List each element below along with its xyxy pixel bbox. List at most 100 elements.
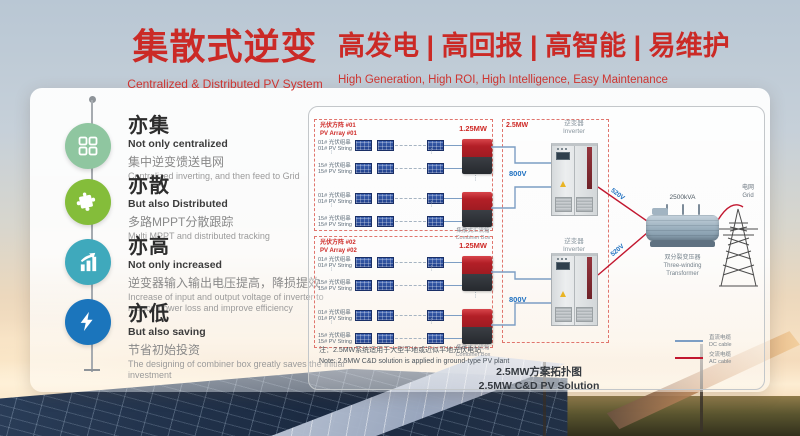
- feature-sub-zh: 多路MPPT分散跟踪: [128, 215, 234, 229]
- pv-module-icon: [427, 140, 444, 151]
- caption-zh: 2.5MW方案拓扑图: [496, 366, 582, 378]
- pv-module-icon: [377, 257, 394, 268]
- feature-sub-en: The designing of combiner box greatly sa…: [128, 359, 345, 380]
- pv-module-icon: [355, 193, 372, 204]
- grid-icon-shape: [78, 136, 98, 156]
- wire-dashed: [395, 145, 426, 146]
- slogan-zh: 高发电 | 高回报 | 高智能 | 易维护: [338, 31, 730, 61]
- array-power: 1.25MW: [459, 124, 487, 133]
- header-right: 高发电 | 高回报 | 高智能 | 易维护 High Generation, H…: [338, 24, 730, 86]
- pv-module-icon: [377, 140, 394, 151]
- array-header: 光伏方阵 #01 PV Array #01: [320, 123, 357, 138]
- array-header: 光伏方阵 #02 PV Array #02: [320, 240, 357, 255]
- wire-dc: [444, 285, 463, 286]
- wire-dc: [444, 338, 463, 339]
- pv-module-icon: [427, 310, 444, 321]
- feature-title-zh: 亦集: [128, 115, 170, 137]
- inverter-cabinet: [551, 253, 598, 326]
- pv-module-icon: [427, 216, 444, 227]
- feature-icon-4: [65, 299, 111, 345]
- ellipsis: [428, 148, 435, 155]
- pv-module-icon: [355, 310, 372, 321]
- timeline-dot: [88, 96, 96, 103]
- title-en: Centralized & Distributed PV System: [127, 77, 323, 91]
- ellipsis: [328, 201, 335, 208]
- pv-module-icon: [355, 333, 372, 344]
- photo-pole: [543, 362, 546, 436]
- timeline-line: [91, 100, 93, 372]
- tower-lattice: [719, 208, 758, 287]
- caption-en: 2.5MW C&D PV Solution: [478, 380, 600, 392]
- puzzle-icon-shape: [76, 192, 96, 211]
- pv-module-icon: [427, 163, 444, 174]
- content-panel: 亦集 Not only centralized 集中逆变馈送电网 Central…: [30, 88, 770, 392]
- pv-module-icon: [355, 257, 372, 268]
- feature-title-en: Not only centralized: [128, 138, 228, 150]
- array-label-zh: 光伏方阵 #02: [320, 240, 356, 246]
- feature-title-zh: 亦低: [128, 303, 170, 325]
- inverter-section-box: [502, 119, 609, 343]
- wire-dashed: [395, 168, 426, 169]
- feature-item-4: 亦低 But also saving 节省初始投资 The designing …: [128, 304, 346, 381]
- wire-dc: [444, 198, 463, 199]
- combiner-box-device: [462, 309, 492, 344]
- feature-title-zh: 亦散: [128, 175, 170, 197]
- pv-module-icon: [377, 193, 394, 204]
- slogan-en: High Generation, High ROI, High Intellig…: [338, 74, 668, 86]
- ellipsis: [428, 201, 435, 208]
- note-en: Note: 2.5MW C&D solution is applied in g…: [319, 357, 510, 365]
- feature-item-2: 亦散 But also Distributed 多路MPPT分散跟踪 Multi…: [128, 176, 346, 242]
- ellipsis: [428, 265, 435, 272]
- bolt-icon-shape: [80, 311, 93, 332]
- grid-icon: [78, 136, 98, 156]
- title-zh: 集散式逆变: [132, 26, 318, 67]
- feature-sub-zh: 集中逆变馈送电网: [128, 155, 225, 169]
- pv-module-icon: [427, 193, 444, 204]
- ellipsis: [328, 265, 335, 272]
- solution-caption: 2.5MW方案拓扑图 2.5MW C&D PV Solution: [423, 364, 655, 392]
- wire-dc: [444, 262, 463, 263]
- ellipsis: [472, 292, 479, 299]
- section-power-label: 2.5MW: [506, 122, 529, 129]
- bolt-icon: [80, 311, 93, 332]
- feature-title-en: But also saving: [128, 326, 206, 338]
- feature-item-3: 亦高 Not only increased 逆变器输入输出电压提高，降损提效 I…: [128, 237, 346, 314]
- pv-module-icon: [377, 163, 394, 174]
- wire-dashed: [395, 338, 426, 339]
- puzzle-icon: [76, 192, 96, 211]
- array-power: 1.25MW: [459, 241, 487, 250]
- header-left: 集散式逆变 Centralized & Distributed PV Syste…: [112, 18, 338, 91]
- wire-dc: [444, 315, 463, 316]
- pv-module-icon: [377, 216, 394, 227]
- pv-module-icon: [377, 280, 394, 291]
- dc-voltage-label: 800V: [509, 295, 527, 304]
- feature-icon-2: [65, 179, 111, 225]
- pv-module-icon: [355, 163, 372, 174]
- timeline-end-cap: [84, 369, 100, 371]
- ellipsis: [328, 318, 335, 325]
- pv-module-icon: [427, 257, 444, 268]
- ellipsis: [472, 175, 479, 182]
- legend-ac-line: [675, 357, 703, 359]
- pv-module-icon: [355, 216, 372, 227]
- feature-sub-en: Multi MPPT and distributed tracking: [128, 231, 270, 241]
- pv-module-icon: [377, 333, 394, 344]
- ellipsis: [328, 148, 335, 155]
- array-label-zh: 光伏方阵 #01: [320, 123, 356, 129]
